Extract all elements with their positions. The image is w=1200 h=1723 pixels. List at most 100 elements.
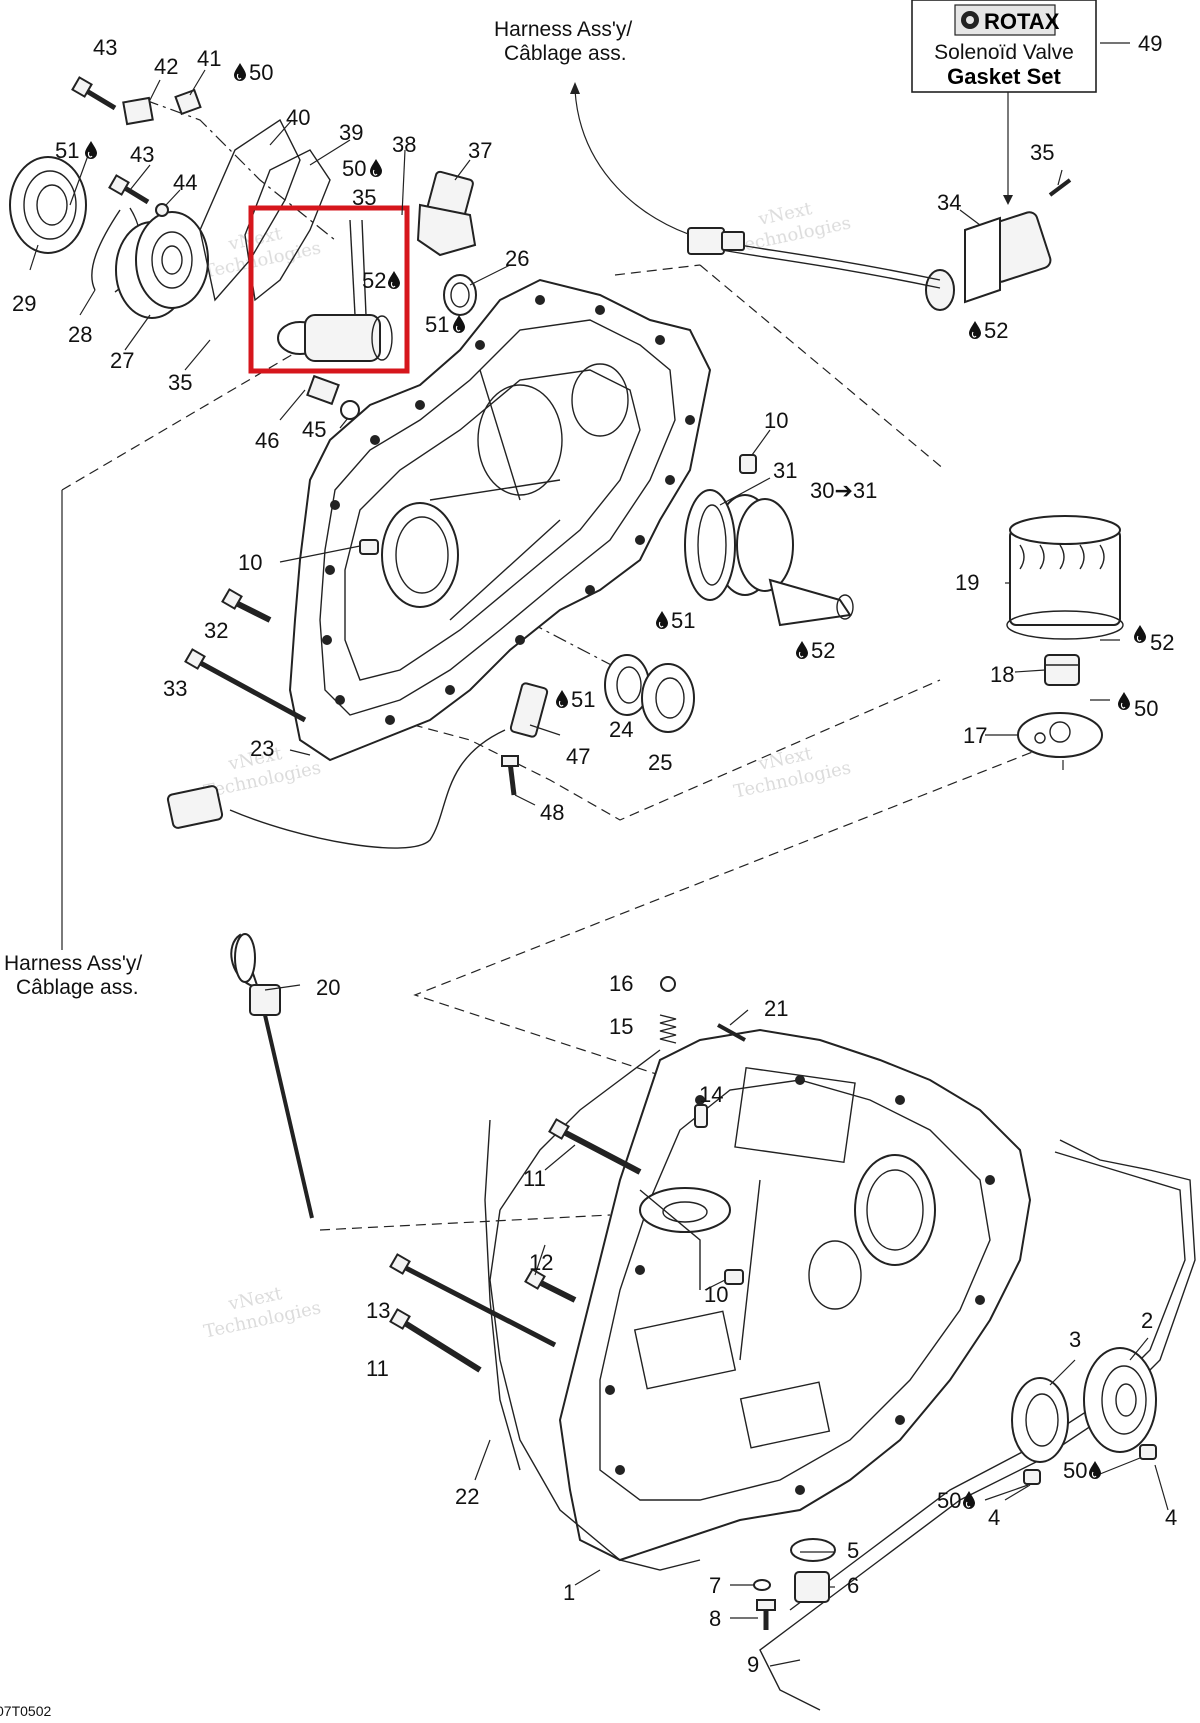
callout-52: 52 bbox=[984, 318, 1008, 343]
callout-17: 17 bbox=[963, 723, 987, 748]
callout-43: 43 bbox=[93, 35, 117, 60]
oring-5 bbox=[790, 1538, 836, 1562]
callout-1: 1 bbox=[563, 1580, 575, 1605]
callout-10: 10 bbox=[704, 1282, 728, 1307]
kit-box: ROTAX Solenoïd Valve Gasket Set 49 bbox=[911, 0, 1162, 205]
spring-15 bbox=[659, 1014, 677, 1044]
kit-box-line2: Gasket Set bbox=[947, 64, 1061, 89]
solenoid-valve-34 bbox=[687, 178, 1072, 311]
callout-31: 31 bbox=[773, 458, 797, 483]
harness-left-line1: Harness Ass'y/ bbox=[4, 952, 142, 975]
callout-41: 41 bbox=[197, 46, 221, 71]
solenoid-valve-36 bbox=[277, 219, 393, 362]
callout-39: 39 bbox=[339, 120, 363, 145]
callout-15: 15 bbox=[609, 1014, 633, 1039]
callout-37: 37 bbox=[468, 138, 492, 163]
harness-top-line2: Câblage ass. bbox=[504, 42, 627, 65]
bolt-13 bbox=[389, 1253, 557, 1348]
callout-27: 27 bbox=[110, 348, 134, 373]
bracket-42 bbox=[122, 96, 154, 126]
bolt-8 bbox=[756, 1599, 776, 1630]
callout-19: 19 bbox=[955, 570, 979, 595]
callout-12: 12 bbox=[529, 1250, 553, 1275]
callout-6: 6 bbox=[847, 1573, 859, 1598]
plug-41 bbox=[174, 88, 202, 116]
callout-34: 34 bbox=[937, 190, 961, 215]
harness-label-top: Harness Ass'y/ Câblage ass. bbox=[494, 18, 701, 239]
callout-7: 7 bbox=[709, 1573, 721, 1598]
callout-23: 23 bbox=[250, 736, 274, 761]
callout-labels: 43 42 41 50 51 43 44 40 39 38 37 50 35 5… bbox=[12, 35, 1177, 1677]
callout-14: 14 bbox=[699, 1082, 723, 1107]
leader-lines bbox=[29, 69, 1169, 1667]
sensor-37 bbox=[416, 170, 477, 257]
callout-46: 46 bbox=[255, 428, 279, 453]
kit-box-line1: Solenoïd Valve bbox=[934, 41, 1074, 64]
bolt-43a bbox=[71, 76, 117, 111]
callout-11: 11 bbox=[366, 1356, 389, 1381]
callout-35: 35 bbox=[1030, 140, 1054, 165]
callout-18: 18 bbox=[990, 662, 1014, 687]
callout-4: 4 bbox=[1165, 1505, 1177, 1530]
callout-25: 25 bbox=[648, 750, 672, 775]
plug-6 bbox=[794, 1571, 830, 1603]
callout-47: 47 bbox=[566, 744, 590, 769]
seal-31 bbox=[684, 489, 736, 601]
bolt-11b bbox=[389, 1308, 482, 1373]
upper-crankcase-cover bbox=[288, 278, 712, 762]
plate-17 bbox=[1017, 712, 1103, 758]
highlight-box bbox=[248, 205, 410, 374]
callout-9: 9 bbox=[747, 1652, 759, 1677]
callout-3: 3 bbox=[1069, 1327, 1081, 1352]
callout-8: 8 bbox=[709, 1606, 721, 1631]
oring-26 bbox=[443, 274, 477, 316]
seal-29 bbox=[9, 156, 87, 254]
callout-28: 28 bbox=[68, 322, 92, 347]
callout-11: 11 bbox=[523, 1166, 546, 1191]
bolt-4a bbox=[1023, 1469, 1041, 1485]
callout-21: 21 bbox=[764, 996, 788, 1021]
bolt-43b bbox=[108, 174, 150, 205]
callout-51: 51 bbox=[571, 687, 595, 712]
callout-50: 50 bbox=[1134, 696, 1158, 721]
callout-48: 48 bbox=[540, 800, 564, 825]
callout-4: 4 bbox=[988, 1505, 1000, 1530]
callout-35: 35 bbox=[168, 370, 192, 395]
oil-filter-19 bbox=[1006, 515, 1124, 640]
callout-50: 50 bbox=[249, 60, 273, 85]
pin-14 bbox=[694, 1104, 708, 1128]
bolt-4b bbox=[1139, 1444, 1157, 1460]
callout-50: 50 bbox=[1063, 1458, 1087, 1483]
callout-42: 42 bbox=[154, 54, 178, 79]
fitting-18 bbox=[1044, 654, 1080, 686]
callout-51: 51 bbox=[671, 608, 695, 633]
callout-38: 38 bbox=[392, 132, 416, 157]
callout-33: 33 bbox=[163, 676, 187, 701]
callout-13: 13 bbox=[366, 1298, 390, 1323]
callout-2: 2 bbox=[1141, 1308, 1153, 1333]
callout-50: 50 bbox=[937, 1488, 961, 1513]
gasket-39-40 bbox=[199, 118, 331, 302]
callout-10: 10 bbox=[764, 408, 788, 433]
bearing-2 bbox=[1083, 1347, 1157, 1453]
callout-44: 44 bbox=[173, 170, 197, 195]
gasket-22 bbox=[484, 1049, 701, 1571]
callout-52: 52 bbox=[1150, 630, 1174, 655]
callout-45: 45 bbox=[302, 417, 326, 442]
dipstick-20 bbox=[230, 933, 314, 1219]
callout-43: 43 bbox=[130, 142, 154, 167]
callout-49: 49 bbox=[1138, 31, 1162, 56]
callout-51: 51 bbox=[55, 138, 79, 163]
shaft-30 bbox=[714, 494, 854, 627]
lower-crankcase bbox=[558, 1028, 1032, 1562]
callout-40: 40 bbox=[286, 105, 310, 130]
callout-24: 24 bbox=[609, 717, 633, 742]
rotax-logo-text: ROTAX bbox=[984, 9, 1060, 34]
callout-5: 5 bbox=[847, 1538, 859, 1563]
callout-52: 52 bbox=[362, 268, 386, 293]
bolt-48 bbox=[501, 755, 519, 796]
bolt-12 bbox=[524, 1268, 577, 1303]
callout-20: 20 bbox=[316, 975, 340, 1000]
bearing-27 bbox=[115, 211, 209, 319]
washer-44 bbox=[155, 203, 169, 217]
